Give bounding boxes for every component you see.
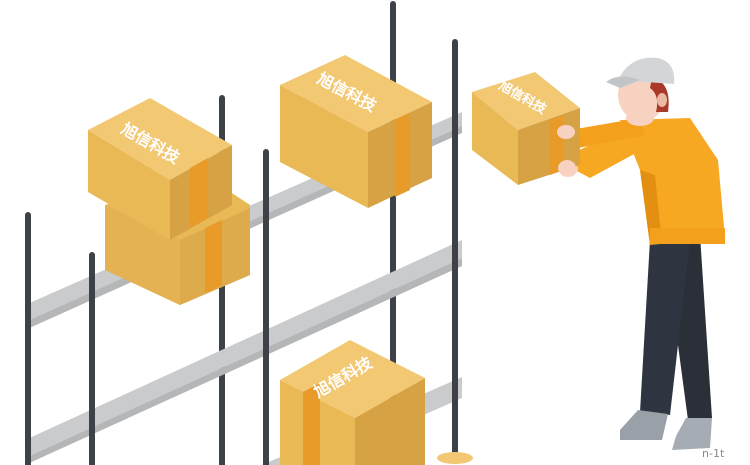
worker-leg-front bbox=[640, 240, 690, 415]
box-held: 旭信科技 bbox=[472, 72, 580, 185]
box-stack-upper: 旭信科技 bbox=[88, 98, 232, 240]
worker-ear bbox=[657, 93, 667, 107]
worker-shoe-front bbox=[620, 410, 668, 440]
worker bbox=[557, 57, 725, 450]
box-middle-top: 旭信科技 bbox=[280, 55, 432, 208]
worker-cap-brim bbox=[606, 76, 640, 88]
post-foot bbox=[437, 452, 473, 464]
worker-hand-grip-top bbox=[557, 125, 575, 139]
worker-cap bbox=[618, 57, 675, 84]
worker-jacket-shadow bbox=[640, 170, 662, 245]
worker-arm-lower bbox=[570, 118, 645, 148]
box-bottom: 旭信科技 bbox=[280, 340, 425, 465]
worker-shoe-back bbox=[672, 418, 712, 450]
shelf-middle bbox=[25, 240, 462, 465]
worker-jacket-hem bbox=[650, 228, 725, 244]
watermark-text: n-1t bbox=[702, 447, 725, 460]
worker-hand-grip-bottom bbox=[558, 160, 576, 176]
